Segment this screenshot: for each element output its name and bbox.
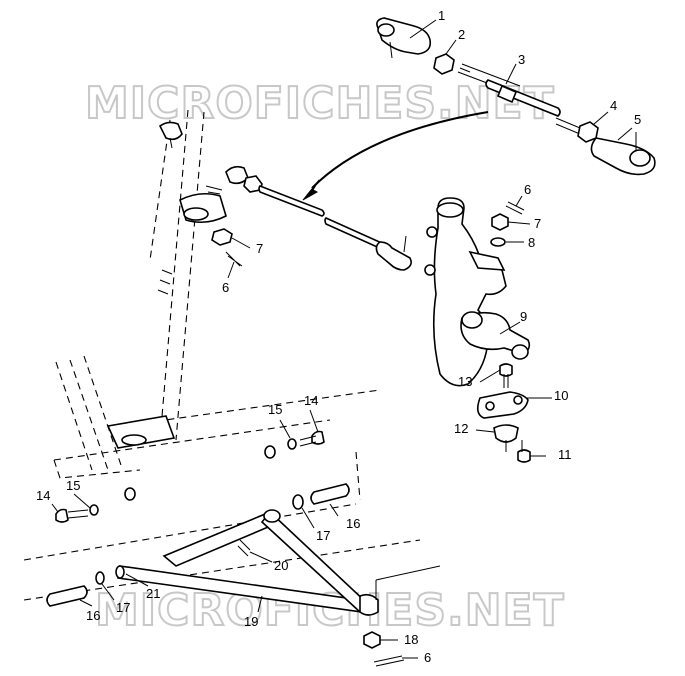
callout-1: 1 <box>438 8 445 23</box>
callout-9: 9 <box>520 309 527 324</box>
tie-rod-assembly-middle <box>225 165 412 271</box>
washer-8 <box>490 237 506 247</box>
castle-nut-18 <box>363 631 381 649</box>
rod-end-5-ball <box>629 149 651 167</box>
leader-lines <box>51 19 633 659</box>
rod-end-1-stud <box>389 41 393 59</box>
callout-12: 12 <box>454 421 468 436</box>
a-arm-assembly <box>46 483 441 667</box>
frame-fasteners <box>55 430 325 523</box>
tie-rod-3-flat <box>496 84 518 104</box>
cotter-pin-6-right <box>505 201 525 215</box>
bushing-16-left <box>46 585 88 607</box>
callout-10: 10 <box>554 388 568 403</box>
callout-11: 11 <box>558 447 572 462</box>
rod-end-1-ball <box>377 23 395 37</box>
callout-5: 5 <box>634 112 641 127</box>
callout-16-right: 16 <box>346 516 360 531</box>
bolt-11 <box>517 449 531 463</box>
callout-7-right: 7 <box>534 216 541 231</box>
reference-arrow <box>302 111 489 201</box>
tie-rod-thread-right <box>555 117 581 135</box>
callout-15-right: 15 <box>268 402 282 417</box>
washer-15-left <box>89 504 99 516</box>
bolt-14-right <box>311 430 325 445</box>
grease-fitting-20 <box>237 539 251 557</box>
callout-15-left: 15 <box>66 478 80 493</box>
callout-14-left: 14 <box>36 488 50 503</box>
tie-rod-inner <box>258 185 325 217</box>
callout-3: 3 <box>518 52 525 67</box>
frame-bushing-left <box>124 487 136 501</box>
callout-6-left: 6 <box>222 280 229 295</box>
washer-17-right <box>292 494 304 510</box>
callout-7-left: 7 <box>256 241 263 256</box>
jam-nut-2 <box>433 53 455 75</box>
frame-bushing-right <box>264 445 276 459</box>
callout-17-left: 17 <box>116 600 130 615</box>
cotter-pin-6-bottom <box>373 655 405 667</box>
callout-14-right: 14 <box>304 393 318 408</box>
callout-labels: 1 2 3 4 5 6 7 8 9 10 11 12 13 7 6 14 15 … <box>36 8 641 665</box>
watermark-bottom: MICROFICHES.NET <box>95 585 565 636</box>
castle-nut-7-left <box>211 228 233 246</box>
bushing-16-right <box>310 483 350 505</box>
washer-17-left <box>95 571 105 585</box>
bolt-14-left <box>55 508 69 523</box>
callout-8: 8 <box>528 235 535 250</box>
callout-17-right: 17 <box>316 528 330 543</box>
washer-15-right <box>287 438 297 450</box>
outer-rod-end <box>375 241 412 271</box>
callout-6-right: 6 <box>524 182 531 197</box>
callout-20: 20 <box>274 558 288 573</box>
watermark-top: MICROFICHES.NET <box>85 78 555 129</box>
callout-21: 21 <box>146 586 160 601</box>
callout-19: 19 <box>244 614 258 629</box>
cotter-pin-6-left <box>225 251 243 267</box>
callout-4: 4 <box>610 98 617 113</box>
callout-16-left: 16 <box>86 608 100 623</box>
callout-18: 18 <box>404 632 418 647</box>
callout-13: 13 <box>458 374 472 389</box>
steering-arm-tab <box>468 250 506 271</box>
a-arm-pivot-21 <box>115 565 125 579</box>
callout-2: 2 <box>458 27 465 42</box>
spindle-top-bore <box>436 202 464 218</box>
steering-ball-joint <box>158 121 183 141</box>
frame-outline <box>23 389 421 601</box>
steering-shaft <box>55 109 243 471</box>
castle-nut-7-right <box>491 213 509 231</box>
callout-6-bottom: 6 <box>424 650 431 665</box>
bolt-13 <box>499 363 513 377</box>
ball-joint-12 <box>493 424 519 443</box>
a-arm-ball-socket <box>359 593 379 616</box>
tie-rod-assembly-top <box>376 17 656 176</box>
spindle-knuckle <box>424 197 531 463</box>
